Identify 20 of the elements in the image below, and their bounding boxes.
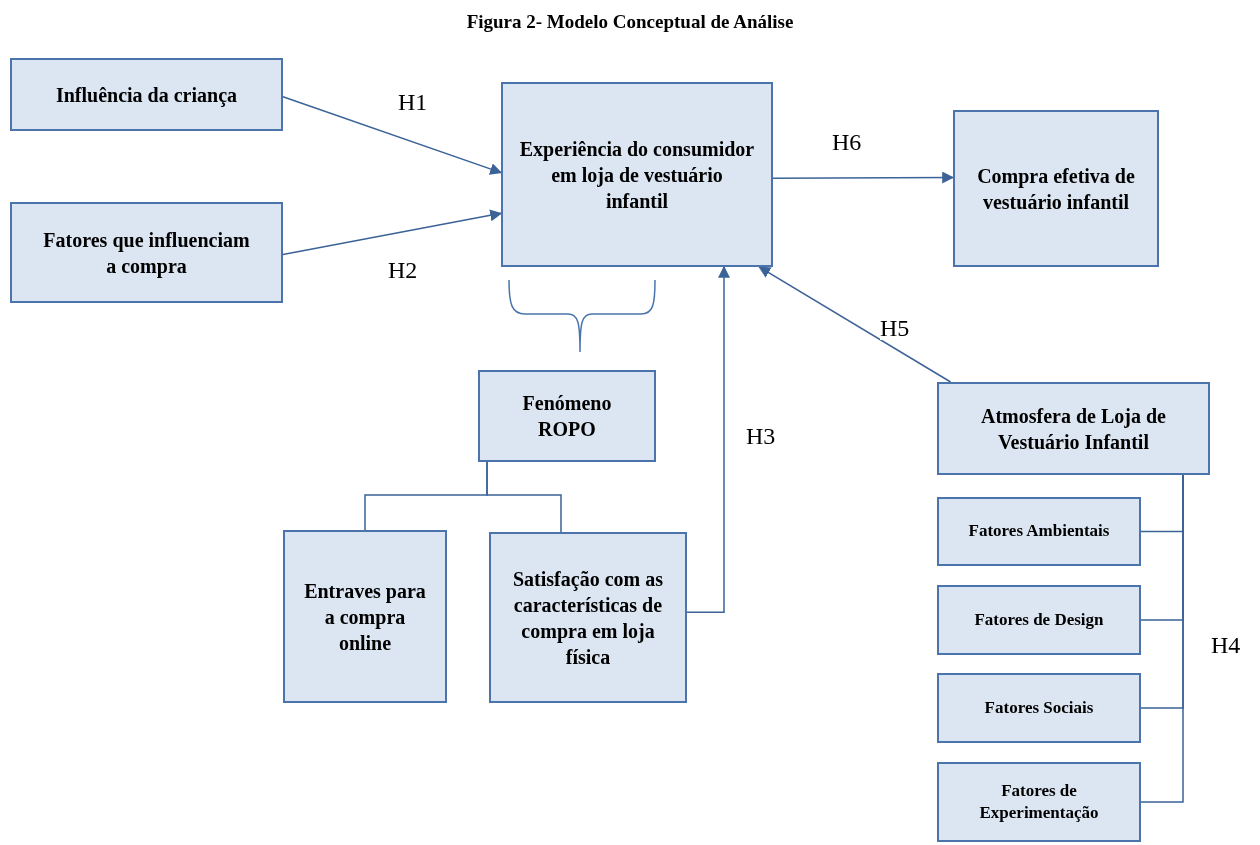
concept-box: Atmosfera de Loja de Vestuário Infantil: [937, 382, 1210, 475]
concept-box: Fatores que influenciam a compra: [10, 202, 283, 303]
arrow: [282, 209, 503, 256]
concept-box: Fatores de Design: [937, 585, 1141, 655]
concept-box: Fatores de Experimentação: [937, 762, 1141, 842]
concept-box: Satisfação com as características de compra em loja física: [489, 532, 687, 703]
arrow: [282, 95, 503, 175]
concept-box: Entraves para a compra online: [283, 530, 447, 703]
concept-box: Fatores Sociais: [937, 673, 1141, 743]
figure-title: Figura 2- Modelo Conceptual de Análise: [465, 10, 795, 34]
concept-box: Fenómeno ROPO: [478, 370, 656, 462]
arrow: [758, 266, 952, 383]
concept-box: Influência da criança: [10, 58, 283, 131]
concept-box: Fatores Ambientais: [937, 497, 1141, 566]
arrow: [772, 171, 955, 184]
concept-box: Experiência do consumidor em loja de vestuário infantil: [501, 82, 773, 267]
hypothesis-label: H4: [1211, 633, 1241, 657]
connector-line: [486, 461, 562, 533]
arrow: [686, 265, 730, 614]
concept-box: Compra efetiva de vestuário infantil: [953, 110, 1159, 267]
